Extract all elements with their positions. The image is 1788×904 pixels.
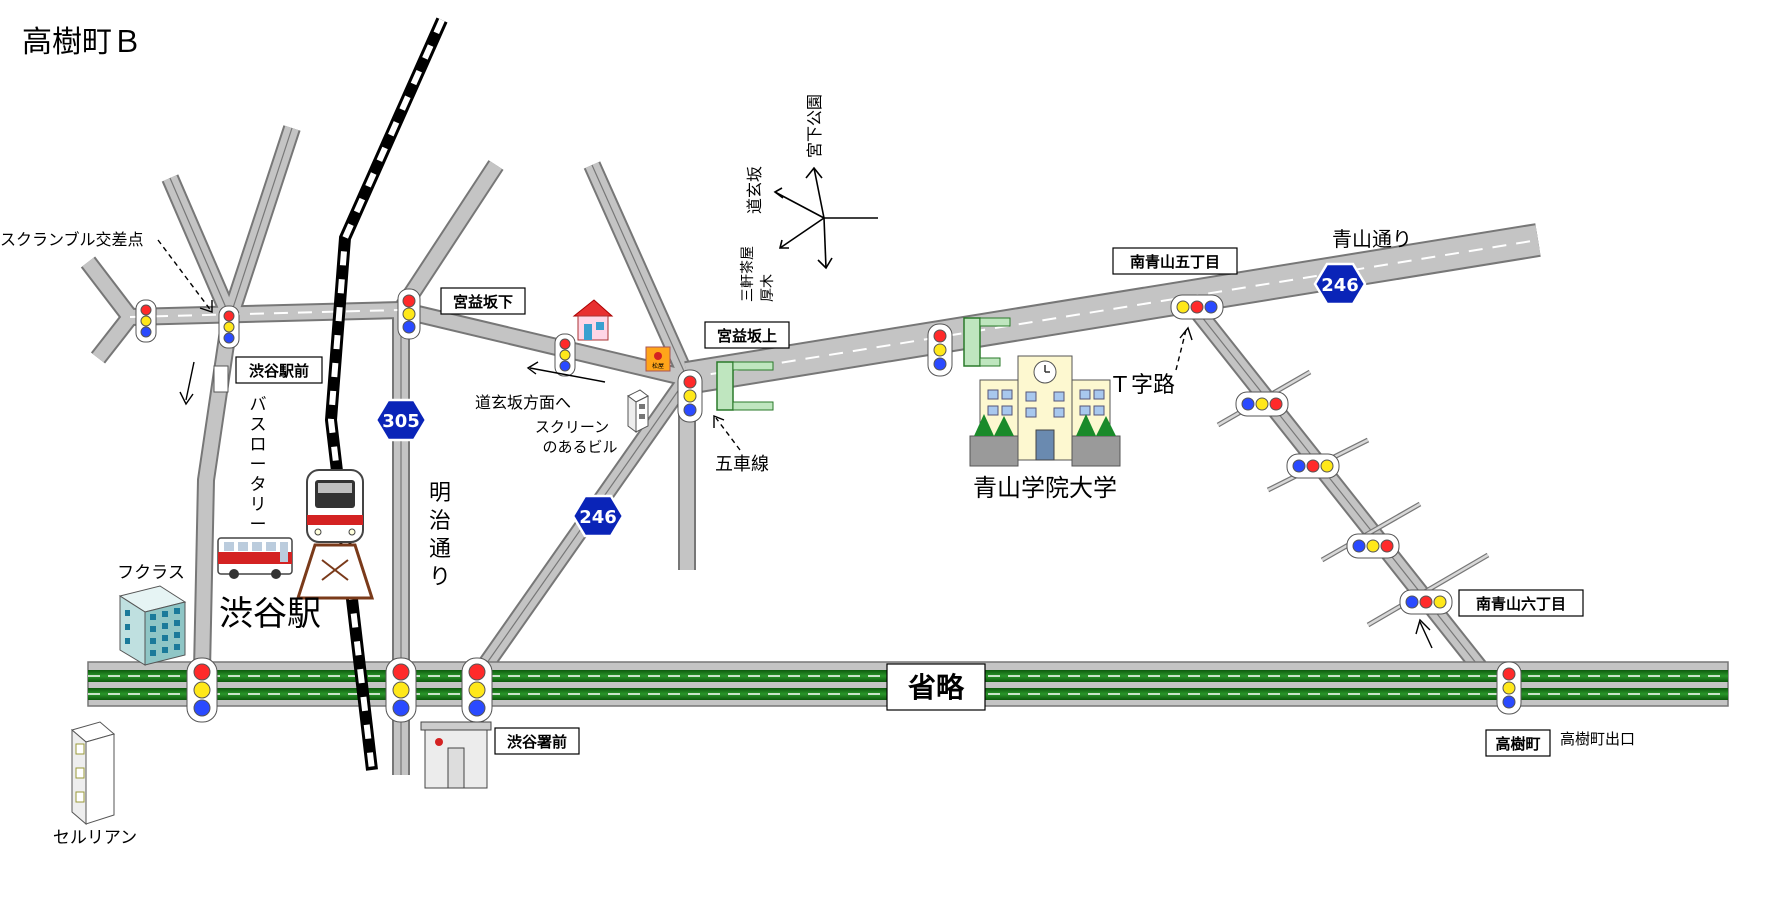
svg-text:ー: ー [250,455,267,475]
store-label: 松屋 [652,362,664,370]
police-station-icon [420,721,492,789]
route-246-label: 246 [579,507,617,528]
dogenzaka-direction-label: 道玄坂方面へ [475,393,571,412]
shibuya-shomae-label: 渋谷署前 [507,733,567,751]
traffic-light-icon [186,657,218,723]
traffic-light-icon [927,323,953,377]
fukurasu-label: フクラス [117,563,185,583]
traffic-light-icon [461,657,493,723]
svg-text:り: り [429,565,451,590]
svg-text:ー: ー [250,515,267,535]
omitted-label: 省略 [908,671,965,704]
bus-terminal-gate [213,365,229,393]
miyamasuzaka-ue-label: 宮益坂上 [717,327,777,345]
house-icon [572,299,614,341]
university-label: 青山学院大学 [973,474,1117,502]
pedestrian-bridge-aoyama [963,317,1011,367]
route-shield-246-aoyama: 246 [1313,262,1367,306]
traffic-light-icon [1346,533,1400,559]
atsugi-label: 厚木 [760,274,776,302]
svg-text:ロ: ロ [250,435,267,455]
traffic-light-icon [1170,294,1224,320]
minami-aoyama-5-label: 南青山五丁目 [1130,253,1220,271]
shibuya-station-label: 渋谷駅 [219,594,321,634]
scramble-label: スクランブル交差点 [0,230,144,249]
svg-text:治: 治 [429,509,451,534]
traffic-light-icon [1496,661,1522,715]
traffic-light-icon [1286,453,1340,479]
bus-icon [217,537,293,579]
traffic-light-icon [135,299,157,343]
shibuya-ekimae-label: 渋谷駅前 [249,362,309,380]
traffic-light-icon [218,305,240,349]
t-junction-label: Ｔ字路 [1109,373,1175,398]
svg-text:タ: タ [250,475,267,495]
pedestrian-bridge-miyamasuzaka [716,361,774,411]
annotation-arrows [157,239,1433,649]
miyashita-koen-label: 宮下公園 [805,94,824,158]
cerulean-tower-icon [70,721,116,826]
cerulean-label: セルリアン [53,828,137,848]
traffic-light-icon [1235,391,1289,417]
screen-building-label-1: スクリーン [535,418,609,436]
train-icon [295,469,375,600]
miyamasuzaka-shita-label: 宮益坂下 [453,293,513,311]
minami-aoyama-6-label: 南青山六丁目 [1476,595,1566,613]
fukurasu-building-icon [118,585,187,666]
university-icon [969,355,1121,467]
svg-text:リ: リ [250,495,267,515]
meiji-dori-label: 明 治 通 り [429,481,451,590]
railway-line [324,17,448,771]
direction-compass [773,166,878,270]
svg-text:ス: ス [250,415,267,435]
aoyama-dori-label: 青山通り [1332,227,1412,251]
intersection-label-boxes [235,247,1584,757]
screen-building-label-2: のあるビル [542,438,617,456]
traffic-signals [135,288,1522,723]
store-icon: 松屋 [645,346,671,372]
svg-text:通: 通 [429,537,451,562]
traffic-light-icon [677,369,703,423]
traffic-light-icon [1399,589,1453,615]
route-305-label: 305 [382,411,420,432]
route-shield-305: 305 [374,398,428,442]
map-title: 高樹町Ｂ [22,25,142,60]
svg-text:明: 明 [429,481,451,506]
svg-text:バ: バ [250,395,267,415]
route-shield-246: 246 [571,494,625,538]
dogenzaka-compass-label: 道玄坂 [745,166,764,214]
takagicho-label: 高樹町 [1495,735,1540,753]
traffic-light-icon [385,657,417,723]
gosha-sen-label: 五車線 [715,454,769,475]
traffic-light-icon [554,333,576,377]
route-246-aoyama-label: 246 [1321,275,1359,296]
traffic-light-icon [397,288,421,340]
bus-rotary-label: バ ス ロ ー タ リ ー [250,395,267,535]
takagicho-exit-label: 高樹町出口 [1560,730,1635,748]
screen-building-icon [627,389,649,433]
sangenjaya-label: 三軒茶屋 [740,246,756,302]
